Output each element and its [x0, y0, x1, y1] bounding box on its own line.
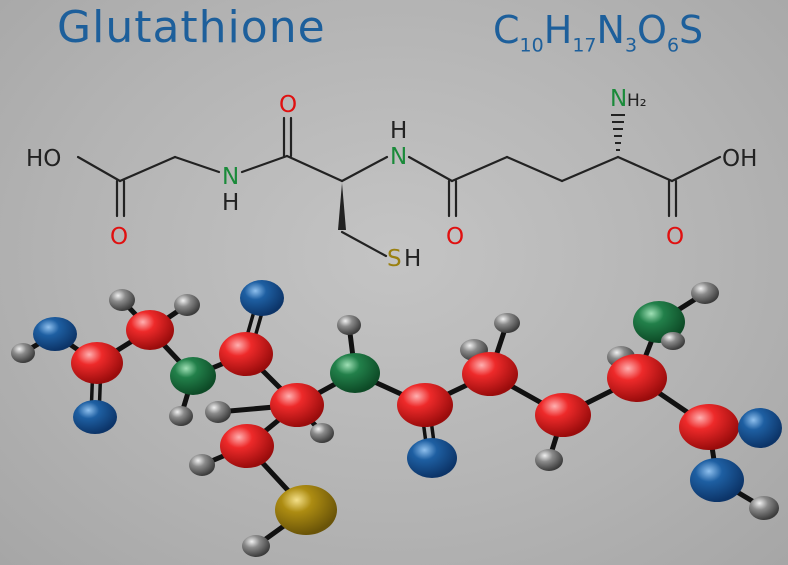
formula-element: S — [679, 8, 704, 52]
bond — [118, 155, 177, 183]
atom-label-s: S — [387, 246, 402, 272]
hash-bond — [611, 114, 625, 151]
hydrogen-atom-icon — [310, 423, 334, 443]
formula-subscript: 10 — [519, 34, 544, 57]
oxygen-atom-icon — [33, 317, 77, 351]
atom-label-o: O — [110, 224, 128, 250]
bond — [616, 155, 674, 183]
carbon-atom-icon — [270, 383, 324, 427]
hydrogen-atom-icon — [494, 313, 520, 333]
atom-label-h: H — [404, 246, 421, 272]
carbon-atom-icon — [679, 404, 739, 450]
oxygen-atom-icon — [240, 280, 284, 316]
hydrogen-atom-icon — [189, 454, 215, 476]
carbon-atom-icon — [397, 383, 453, 427]
formula-subscript: 17 — [572, 34, 597, 57]
hydrogen-atom-icon — [749, 496, 779, 520]
hydrogen-atom-icon — [242, 535, 270, 557]
formula-element: N — [596, 8, 625, 52]
hydrogen-atom-icon — [535, 449, 563, 471]
carbon-atom-icon — [607, 354, 667, 402]
molecular-formula: C10H17N3O6S — [493, 8, 703, 57]
bond — [240, 154, 289, 174]
bond — [670, 155, 722, 183]
nitrogen-atom-icon — [330, 353, 380, 393]
carbon-atom-icon — [219, 332, 273, 376]
model-atoms — [11, 280, 782, 557]
bond — [340, 230, 388, 258]
formula-subscript: 3 — [624, 34, 638, 57]
atom-label-o: O — [446, 224, 464, 250]
bond — [407, 155, 454, 183]
atom-label-h2: H₂ — [627, 91, 647, 111]
bond — [450, 155, 509, 183]
hydrogen-atom-icon — [337, 315, 361, 335]
nitrogen-atom-icon — [170, 357, 216, 395]
oxygen-atom-icon — [738, 408, 782, 448]
atom-label-oh-right: OH — [722, 146, 757, 172]
atom-label-n: N — [222, 164, 239, 190]
bond — [76, 155, 122, 183]
formula-element: O — [637, 8, 667, 52]
sulfur-atom-icon — [275, 485, 337, 535]
carbon-atom-icon — [535, 393, 591, 437]
oxygen-atom-icon — [690, 458, 744, 502]
bond — [340, 155, 389, 183]
carbon-atom-icon — [220, 424, 274, 468]
label-part: HO — [26, 146, 61, 172]
bond — [560, 155, 620, 183]
formula-element: C — [493, 8, 520, 52]
hydrogen-atom-icon — [109, 289, 135, 311]
hydrogen-atom-icon — [11, 343, 35, 363]
bond — [173, 155, 221, 174]
hydrogen-atom-icon — [169, 406, 193, 426]
formula-subscript: 6 — [666, 34, 680, 57]
hydrogen-atom-icon — [174, 294, 200, 316]
atom-labels: HO O N H O H N O S H N H₂ O OH — [26, 86, 757, 272]
hydrogen-atom-icon — [205, 401, 231, 423]
atom-label-o: O — [666, 224, 684, 250]
label-part: OH — [722, 146, 757, 172]
carbon-atom-icon — [71, 342, 123, 384]
hydrogen-atom-icon — [661, 332, 685, 350]
carbon-atom-icon — [462, 352, 518, 396]
page-title: Glutathione — [57, 2, 326, 53]
oxygen-atom-icon — [73, 400, 117, 434]
skeleton-bonds — [76, 116, 722, 258]
formula-element: H — [543, 8, 573, 52]
atom-label-h: H — [390, 118, 407, 144]
atom-label-o: O — [279, 92, 297, 118]
bond — [505, 155, 564, 183]
atom-label-n: N — [390, 144, 407, 170]
bond — [285, 154, 344, 183]
hydrogen-atom-icon — [691, 282, 719, 304]
atom-label-h: H — [222, 190, 239, 216]
atom-label-n: N — [610, 86, 627, 112]
carbon-atom-icon — [126, 310, 174, 350]
oxygen-atom-icon — [407, 438, 457, 478]
wedge-bond — [338, 183, 346, 230]
atom-label-ho-left: HO — [26, 146, 61, 172]
